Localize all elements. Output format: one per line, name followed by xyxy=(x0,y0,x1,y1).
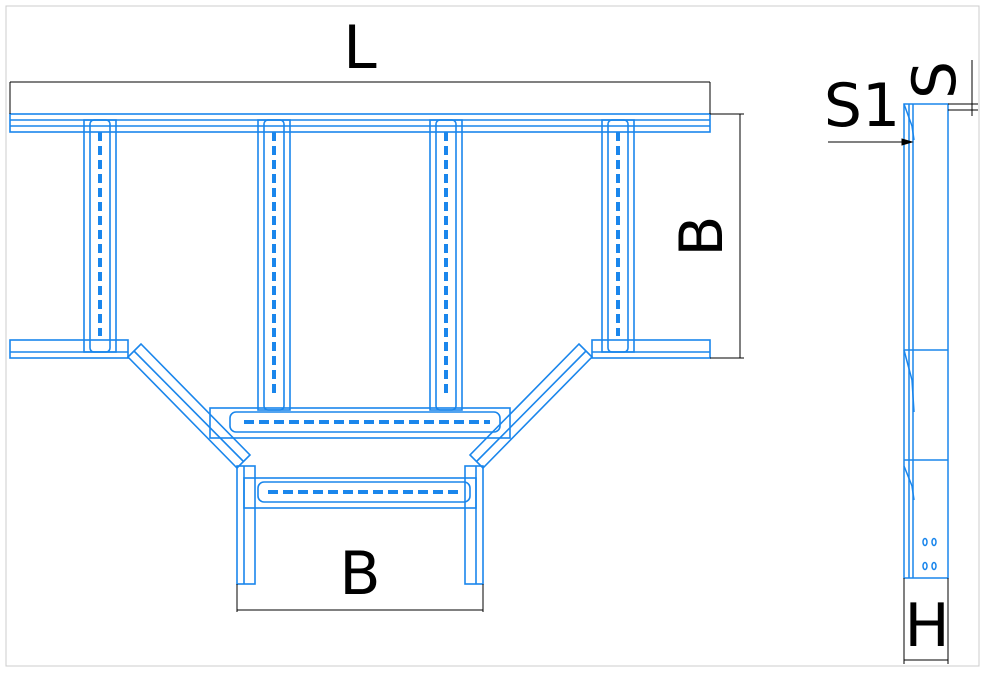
horizontal-rung-2 xyxy=(243,477,477,509)
side-rail-body xyxy=(903,103,949,579)
top-rail xyxy=(9,113,711,133)
label-height: H xyxy=(904,591,949,661)
side-dimensions xyxy=(828,60,978,664)
label-thickness-s1: S1 xyxy=(824,71,900,141)
label-width-bottom: B xyxy=(339,539,380,609)
side-view xyxy=(903,103,949,579)
rung-3 xyxy=(429,119,463,411)
main-dimensions xyxy=(9,81,744,612)
label-length: L xyxy=(343,13,377,83)
horizontal-rung-1 xyxy=(209,407,511,439)
rung-4 xyxy=(601,119,635,353)
label-width-side: B xyxy=(667,215,737,256)
left-diagonal-rail xyxy=(126,342,252,470)
label-thickness-s: S xyxy=(900,61,970,99)
bottom-left-rail xyxy=(236,465,256,585)
drawing-frame xyxy=(5,5,980,667)
right-lower-rail xyxy=(591,339,711,359)
right-diagonal-rail xyxy=(468,342,594,470)
rung-2 xyxy=(257,119,291,411)
top-view xyxy=(9,113,711,585)
rung-1 xyxy=(83,119,117,353)
